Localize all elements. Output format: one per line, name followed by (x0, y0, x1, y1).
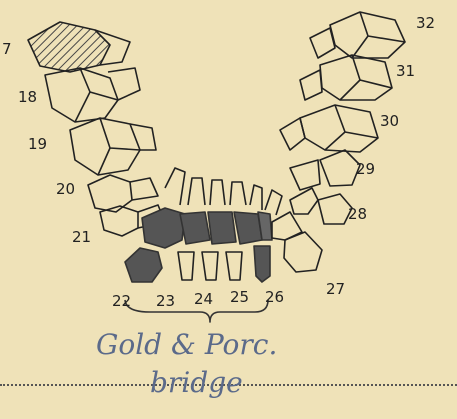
tooth-number-17: 7 (2, 40, 12, 58)
tooth-19 (70, 118, 156, 175)
tooth-number-18: 18 (18, 88, 37, 106)
tooth-number-21: 21 (72, 228, 91, 246)
tooth-27 (272, 212, 322, 272)
upper-front-teeth (165, 168, 282, 215)
tooth-number-24: 24 (194, 290, 213, 308)
annotation-line-2: bridge (150, 366, 243, 399)
bridge-crowns (142, 208, 272, 248)
tooth-29 (290, 150, 360, 190)
tooth-23 (178, 252, 194, 280)
tooth-18 (45, 68, 140, 122)
tooth-17 (28, 22, 130, 72)
tooth-number-31: 31 (396, 62, 415, 80)
tooth-number-19: 19 (28, 135, 47, 153)
tooth-number-30: 30 (380, 112, 399, 130)
tooth-number-28: 28 (348, 205, 367, 223)
tooth-32 (310, 12, 405, 58)
tooth-22 (125, 248, 162, 282)
tooth-number-27: 27 (326, 280, 345, 298)
tooth-25 (226, 252, 242, 280)
tooth-number-20: 20 (56, 180, 75, 198)
tooth-number-23: 23 (156, 292, 175, 310)
tooth-number-26: 26 (265, 288, 284, 306)
tooth-number-29: 29 (356, 160, 375, 178)
tooth-31 (300, 55, 392, 100)
annotation-line-1: Gold & Porc. (96, 328, 277, 361)
tooth-26 (254, 246, 270, 282)
tooth-24 (202, 252, 218, 280)
tooth-number-22: 22 (112, 292, 131, 310)
tooth-number-25: 25 (230, 288, 249, 306)
tooth-30 (280, 105, 378, 152)
tooth-number-32: 32 (416, 14, 435, 32)
tooth-28 (290, 188, 352, 224)
